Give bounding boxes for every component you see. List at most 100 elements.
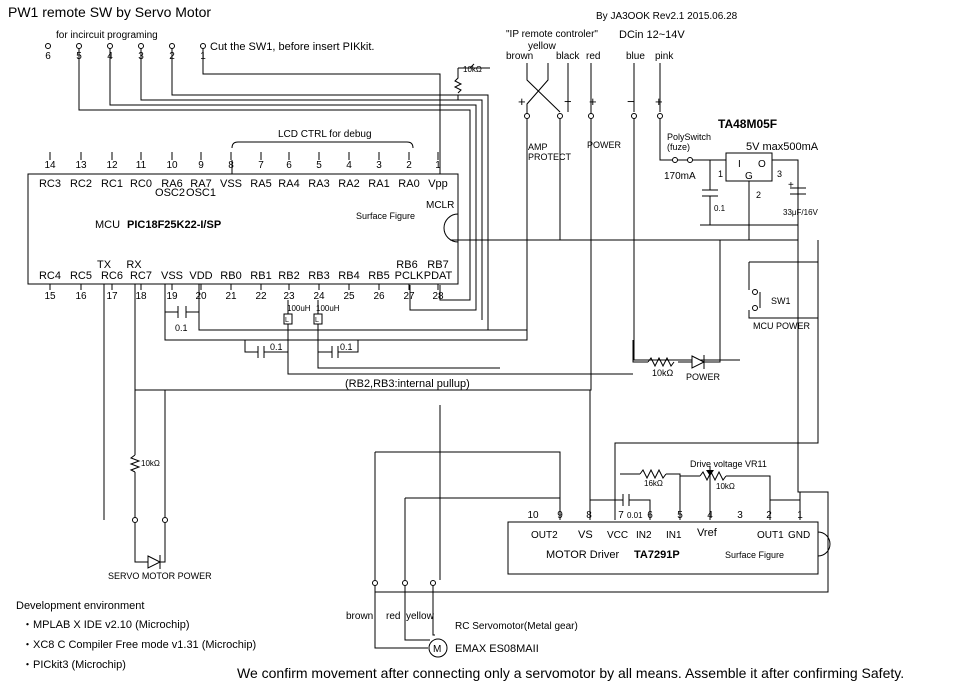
icsp-pin-6: 6 <box>45 51 51 62</box>
mcu-top-pin-num: 9 <box>198 160 204 171</box>
mcu-top-pin-name: RA7 <box>190 178 211 190</box>
mcu-top-pin-num: 14 <box>44 160 56 171</box>
servo-wire-red: red <box>386 611 400 622</box>
servo-model: EMAX ES08MAII <box>455 643 539 655</box>
md-surface: Surface Figure <box>725 550 784 560</box>
amp-label: AMP <box>528 142 548 152</box>
reg-pin-g: G <box>745 171 753 182</box>
mcu-bottom-pin-num: 28 <box>432 291 444 302</box>
reg-pin-1: 1 <box>718 169 723 179</box>
mcu-label: MCU <box>95 219 120 231</box>
md-top-pin-num: 3 <box>737 510 743 521</box>
servo-power-label: SERVO MOTOR POWER <box>108 571 212 581</box>
mcu-bottom-pin-name: VSS <box>161 270 183 282</box>
diagram-title: PW1 remote SW by Servo Motor <box>8 4 211 20</box>
dcin-minus: − <box>627 94 635 109</box>
polyswitch-fuze: (fuze) <box>667 142 690 152</box>
mcu-top-pin-num: 10 <box>166 160 178 171</box>
mcu-bottom-pin-num: 26 <box>373 291 385 302</box>
dev-title: Development environment <box>16 600 144 612</box>
mcu-top-pin-name: RA0 <box>398 178 419 190</box>
mcu-top-pin-name: RA6 <box>161 178 182 190</box>
md-in1: IN1 <box>666 530 682 541</box>
mcu-top-pin-num: 1 <box>435 160 441 171</box>
sw1-label: MCU POWER <box>753 321 810 331</box>
icsp-header: for incircuit programing 6 5 4 3 2 1 Cut… <box>45 30 489 330</box>
rb2-cap: 0.1 <box>270 342 283 352</box>
md-top-pin-num: 7 <box>618 510 624 521</box>
tx-label: TX <box>97 259 112 271</box>
servo-wire-yellow: yellow <box>406 611 435 622</box>
md-vs: VS <box>578 529 593 541</box>
md-vref: Vref <box>697 527 718 539</box>
regulator-spec: 5V max500mA <box>746 141 819 153</box>
mcu-bottom-pin-name: RC4 <box>39 270 61 282</box>
mcu-bottom-pin-num: 24 <box>313 291 325 302</box>
mcu-top-pin-num: 13 <box>75 160 87 171</box>
reg-cap-value: 33μF/16V <box>783 208 819 217</box>
mcu-top-pin-name: RA5 <box>250 178 271 190</box>
ip-plus-1: + <box>518 94 526 109</box>
l1-symbol: L <box>285 317 289 324</box>
rx-label: RX <box>126 259 142 271</box>
mcu-top-pin-num: 2 <box>406 160 412 171</box>
dc-input: DCin 12~14V blue pink − + <box>619 29 720 361</box>
r10k: 10kΩ <box>716 482 735 491</box>
power-led-resistor: 10kΩ <box>652 368 674 378</box>
mcu-top-pin-name: RC0 <box>130 178 152 190</box>
mcu-top-pin-num: 7 <box>258 160 264 171</box>
mcu-bottom-pin-num: 25 <box>343 291 355 302</box>
protect-label: PROTECT <box>528 152 572 162</box>
reg-pin-o: O <box>758 159 766 170</box>
mcu-bottom-pin-name: RB0 <box>220 270 241 282</box>
mcu-part: PIC18F25K22-I/SP <box>127 219 221 231</box>
l2-symbol: L <box>315 317 319 324</box>
reg-cap-01: 0.1 <box>714 204 726 213</box>
polyswitch-rating: 170mA <box>664 171 696 182</box>
mcu-bottom-pin-num: 18 <box>135 291 147 302</box>
dcin-plus: + <box>655 94 663 109</box>
md-top-pin-num: 2 <box>766 510 772 521</box>
safety-warning: We confirm movement after connecting onl… <box>237 665 904 681</box>
ip-plus-2: + <box>589 94 597 109</box>
mcu-top-pin-name: RA1 <box>368 178 389 190</box>
md-part: TA7291P <box>634 549 680 561</box>
mcu-bottom-pin-num: 19 <box>166 291 178 302</box>
icsp-label: for incircuit programing <box>56 30 158 41</box>
rb3-cap: 0.1 <box>340 342 353 352</box>
mcu-bottom-pin-name: VDD <box>189 270 212 282</box>
mcu-bottom-pin-num: 22 <box>255 291 267 302</box>
l2-value: 100uH <box>316 304 340 313</box>
mcu-bottom-pin-name: RB2 <box>278 270 299 282</box>
mcu-bottom-pin-num: 23 <box>283 291 295 302</box>
mcu-top-pin-num: 5 <box>316 160 322 171</box>
mcu-top-pin-name: RC1 <box>101 178 123 190</box>
mcu-top-pin-num: 3 <box>376 160 382 171</box>
mcu-top-pin-num: 4 <box>346 160 352 171</box>
wire-pink-label: pink <box>655 51 674 62</box>
mcu-top-pin-name: Vpp <box>428 178 448 190</box>
sw1-name: SW1 <box>771 296 791 306</box>
mcu-surface-label: Surface Figure <box>356 211 415 221</box>
md-out2: OUT2 <box>531 530 558 541</box>
md-out1: OUT1 <box>757 530 784 541</box>
mcu-top-pin-num: 12 <box>106 160 118 171</box>
polyswitch-label: PolySwitch <box>667 132 711 142</box>
md-top-pin-num: 8 <box>586 510 592 521</box>
dev-item-2: ・XC8 C Compiler Free mode v1.31 (Microch… <box>22 639 256 651</box>
vr-label: Drive voltage VR11 <box>690 459 767 469</box>
servo-m-symbol: M <box>433 644 441 655</box>
md-top-pin-num: 10 <box>527 510 539 521</box>
ip-minus: − <box>564 94 572 109</box>
l1-value: 100uH <box>287 304 311 313</box>
mcu-bottom-pin-name: RC5 <box>70 270 92 282</box>
reg-pin-2: 2 <box>756 190 761 200</box>
mcu-bottom-pin-num: 27 <box>403 291 415 302</box>
author-label: By JA3OOK Rev2.1 2015.06.28 <box>596 11 738 22</box>
mcu-bottom-pin-name: RB4 <box>338 270 359 282</box>
voltage-regulator: TA48M05F 5V max500mA I O G 1 2 3 + 33μF/… <box>710 117 819 225</box>
pullup-note: (RB2,RB3:internal pullup) <box>345 378 470 390</box>
mcu-bottom-pin-num: 20 <box>195 291 207 302</box>
ip-power-label: POWER <box>587 140 622 150</box>
servo-desc: RC Servomotor(Metal gear) <box>455 621 578 632</box>
